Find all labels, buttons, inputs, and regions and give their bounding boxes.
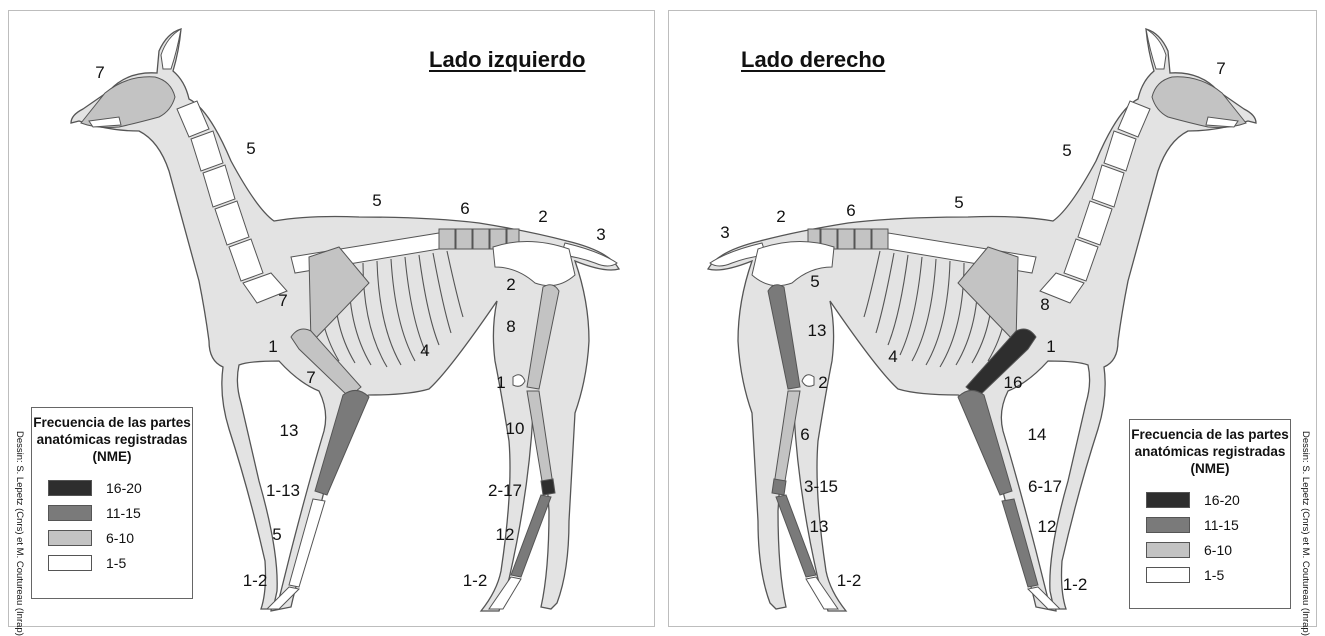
label-carpus: 6-17: [1027, 477, 1063, 496]
label-metatarsus: 13: [809, 517, 829, 536]
label-pelvis: 5: [810, 272, 820, 291]
label-sacrum: 2: [538, 207, 548, 226]
pelvis: [492, 240, 576, 287]
llama-skeleton-left: [70, 28, 620, 612]
tarsus: [540, 478, 556, 496]
label-skull: 7: [95, 63, 105, 82]
label-shoulder: 1: [1046, 337, 1056, 356]
label-humerus: 7: [306, 368, 316, 387]
skull: [80, 76, 176, 128]
label-metacarpus: 12: [1037, 517, 1057, 536]
legend-item: 6-10: [1146, 537, 1290, 562]
label-shoulder: 1: [268, 337, 278, 356]
legend-item: 1-5: [48, 550, 192, 575]
hind-metatarsus: [775, 494, 817, 578]
label-tibia: 6: [800, 425, 810, 444]
label-pelvis: 2: [506, 275, 516, 294]
label-femur: 13: [807, 321, 827, 340]
label-spine-thoracic: 5: [954, 193, 964, 212]
label-scapula: 8: [1040, 295, 1050, 314]
legend-item: 11-15: [48, 500, 192, 525]
label-spine-lumbar: 6: [846, 201, 856, 220]
drawing-credit: Dessin: S. Lepetz (Cnrs) et M. Coutureau…: [1300, 431, 1311, 636]
label-metatarsus: 12: [495, 525, 515, 544]
fore-metacarpus: [1001, 498, 1039, 588]
label-scapula: 7: [278, 291, 288, 310]
label-spine-lumbar: 6: [460, 199, 470, 218]
legend-item: 16-20: [1146, 487, 1290, 512]
tail: [709, 242, 767, 267]
label-sacrum: 2: [776, 207, 786, 226]
label-metacarpus: 5: [272, 525, 282, 544]
label-radius: 14: [1027, 425, 1047, 444]
label-tarsus: 3-15: [803, 477, 839, 496]
side-title: Lado izquierdo: [429, 47, 586, 72]
label-tarsus: 2-17: [487, 481, 523, 500]
label-tibia: 10: [505, 419, 525, 438]
label-tail: 3: [720, 223, 730, 242]
label-ribs: 4: [888, 347, 898, 366]
tail: [560, 242, 618, 267]
label-patella: 1: [496, 373, 506, 392]
side-title: Lado derecho: [741, 47, 886, 72]
femur: [526, 284, 560, 390]
radius: [314, 390, 370, 496]
label-carpus: 1-13: [265, 481, 301, 500]
label-femur: 8: [506, 317, 516, 336]
label-patella: 2: [818, 373, 828, 392]
label-skull: 7: [1216, 59, 1226, 78]
skull: [1151, 76, 1247, 128]
neck-vertebrae: [176, 100, 288, 304]
drawing-credit: Dessin: S. Lepetz (Cnrs) et M. Coutureau…: [14, 431, 25, 636]
right-side-panel: Lado derecho 7 5 5 6 2 3 5 13 2 6 3-15 1…: [668, 10, 1317, 636]
hind-metatarsus: [510, 494, 552, 578]
label-hind-phalanges: 1-2: [462, 571, 488, 590]
patella: [512, 374, 526, 387]
label-radius: 13: [279, 421, 299, 440]
legend-item: 1-5: [1146, 562, 1290, 587]
neck-vertebrae: [1039, 100, 1151, 304]
llama-skeleton-right: [707, 28, 1257, 612]
legend-item: 11-15: [1146, 512, 1290, 537]
fore-metacarpus: [288, 498, 326, 588]
left-side-panel: Lado izquierdo 7 5 5 6 2 3 2 8 1 10 2-17…: [8, 10, 655, 636]
legend-item: 6-10: [48, 525, 192, 550]
tarsus: [771, 478, 787, 496]
label-humerus: 16: [1003, 373, 1023, 392]
label-neck: 5: [246, 139, 256, 158]
label-ribs: 4: [420, 341, 430, 360]
femur: [767, 284, 801, 390]
scapula: [957, 246, 1019, 345]
label-fore-phalanges: 1-2: [1062, 575, 1088, 594]
label-tail: 3: [596, 225, 606, 244]
label-hind-phalanges: 1-2: [836, 571, 862, 590]
label-fore-phalanges: 1-2: [242, 571, 268, 590]
patella: [801, 374, 815, 387]
radius: [957, 390, 1013, 496]
scapula: [308, 246, 370, 345]
pelvis: [751, 240, 835, 287]
label-spine-thoracic: 5: [372, 191, 382, 210]
label-neck: 5: [1062, 141, 1072, 160]
legend-item: 16-20: [48, 475, 192, 500]
